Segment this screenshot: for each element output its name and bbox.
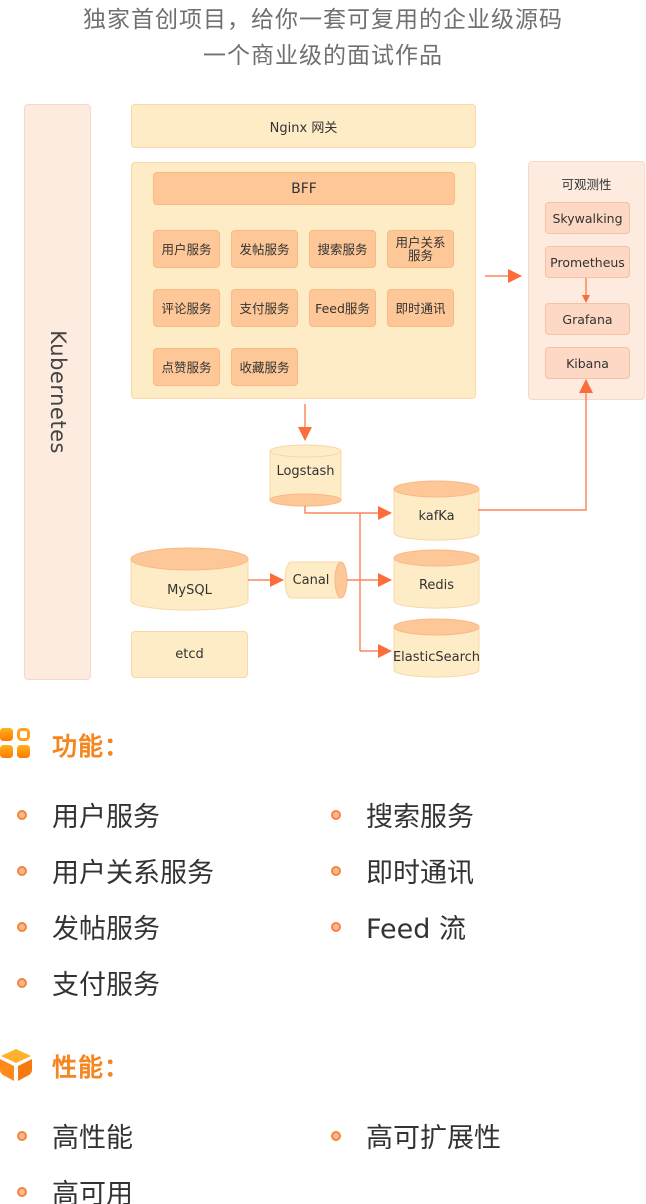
kafka-cylinder xyxy=(393,480,480,541)
service-box-feed: Feed服务 xyxy=(309,289,376,327)
service-box-user-relation: 用户关系 服务 xyxy=(387,230,454,268)
service-box-search: 搜索服务 xyxy=(309,230,376,268)
service-label: 收藏服务 xyxy=(239,359,290,375)
bullet-dot-icon xyxy=(331,1130,341,1141)
feature-item: 支付服务 xyxy=(17,963,160,1002)
bullet-dot-icon xyxy=(17,977,27,988)
service-box-user: 用户服务 xyxy=(153,230,220,268)
feature-label: 搜索服务 xyxy=(366,802,474,833)
service-box-payment: 支付服务 xyxy=(231,289,298,327)
service-box-im: 即时通讯 xyxy=(387,289,454,327)
bullet-dot-icon xyxy=(331,809,341,820)
performance-label: 高可扩展性 xyxy=(366,1123,501,1154)
logstash-cylinder xyxy=(269,444,342,507)
service-label: 搜索服务 xyxy=(317,241,368,257)
feature-item: Feed 流 xyxy=(331,907,466,946)
service-label: Feed服务 xyxy=(315,300,370,316)
service-label: 评论服务 xyxy=(161,300,212,316)
elasticsearch-cylinder xyxy=(393,618,480,678)
logstash-to-kafka-arrow xyxy=(304,506,392,520)
nginx-gateway-box: Nginx 网关 xyxy=(131,104,476,148)
prometheus-box: Prometheus xyxy=(545,246,630,278)
service-label: 支付服务 xyxy=(239,300,290,316)
cube-icon xyxy=(0,1049,32,1081)
service-label: 即时通讯 xyxy=(395,300,446,316)
canal-label: Canal xyxy=(292,573,330,588)
bullet-dot-icon xyxy=(17,921,27,932)
bff-label: BFF xyxy=(291,180,317,197)
service-box-favorite: 收藏服务 xyxy=(231,348,298,386)
feature-label: 发帖服务 xyxy=(52,914,160,945)
grafana-box: Grafana xyxy=(545,303,630,335)
performance-label: 高性能 xyxy=(52,1123,133,1154)
kubernetes-box: Kubernetes xyxy=(24,104,91,680)
bff-box: BFF xyxy=(153,172,455,205)
feature-item: 即时通讯 xyxy=(331,851,474,890)
service-label: 发帖服务 xyxy=(239,241,290,257)
headline-line-1: 独家首创项目，给你一套可复用的企业级源码 xyxy=(83,7,563,33)
feature-item: 用户服务 xyxy=(17,795,160,834)
observability-title: 可观测性 xyxy=(561,177,612,192)
grid-icon xyxy=(0,728,30,758)
performance-item: 高可用 xyxy=(17,1172,133,1204)
performance-title: 性能： xyxy=(52,1053,131,1082)
prometheus-label: Prometheus xyxy=(550,254,625,270)
canal-cylinder xyxy=(284,561,348,599)
feature-label: 用户关系服务 xyxy=(52,858,214,889)
feature-item: 搜索服务 xyxy=(331,795,474,834)
bullet-dot-icon xyxy=(17,1186,27,1197)
bullet-dot-icon xyxy=(17,865,27,876)
feature-label: 用户服务 xyxy=(52,802,160,833)
service-label: 用户服务 xyxy=(161,241,212,257)
service-box-comment: 评论服务 xyxy=(153,289,220,327)
bullet-dot-icon xyxy=(331,865,341,876)
diagram-connectors xyxy=(130,269,593,678)
feature-item: 发帖服务 xyxy=(17,907,160,946)
service-label: 用户关系 服务 xyxy=(395,235,446,263)
feature-label: 支付服务 xyxy=(52,970,160,1001)
etcd-label: etcd xyxy=(175,647,204,662)
bullet-dot-icon xyxy=(331,921,341,932)
feature-item: 用户关系服务 xyxy=(17,851,214,890)
service-box-like: 点赞服务 xyxy=(153,348,220,386)
performance-label: 高可用 xyxy=(52,1179,133,1204)
performance-item: 高可扩展性 xyxy=(331,1116,501,1155)
skywalking-box: Skywalking xyxy=(545,202,630,234)
feature-label: 即时通讯 xyxy=(366,858,474,889)
etcd-box: etcd xyxy=(131,631,248,678)
bullet-dot-icon xyxy=(17,1130,27,1141)
grafana-label: Grafana xyxy=(562,311,613,327)
bullet-dot-icon xyxy=(17,809,27,820)
mysql-label: MySQL xyxy=(167,583,212,598)
mysql-cylinder xyxy=(130,547,249,611)
skywalking-label: Skywalking xyxy=(552,210,623,226)
nginx-gateway-label: Nginx 网关 xyxy=(269,120,338,136)
elasticsearch-label: ElasticSearch xyxy=(392,650,481,665)
kibana-box: Kibana xyxy=(545,347,630,379)
logstash-label: Logstash xyxy=(276,464,335,479)
headline-line-2: 一个商业级的面试作品 xyxy=(203,43,443,69)
kafka-label: kafKa xyxy=(418,509,455,524)
performance-item: 高性能 xyxy=(17,1116,133,1155)
redis-label: Redis xyxy=(418,578,455,593)
kibana-label: Kibana xyxy=(566,355,609,371)
kafka-to-kibana-arrow xyxy=(478,379,593,511)
service-label: 点赞服务 xyxy=(161,359,212,375)
redis-cylinder xyxy=(393,549,480,609)
features-title: 功能： xyxy=(52,732,131,761)
service-box-post: 发帖服务 xyxy=(231,230,298,268)
feature-label: Feed 流 xyxy=(366,914,466,945)
